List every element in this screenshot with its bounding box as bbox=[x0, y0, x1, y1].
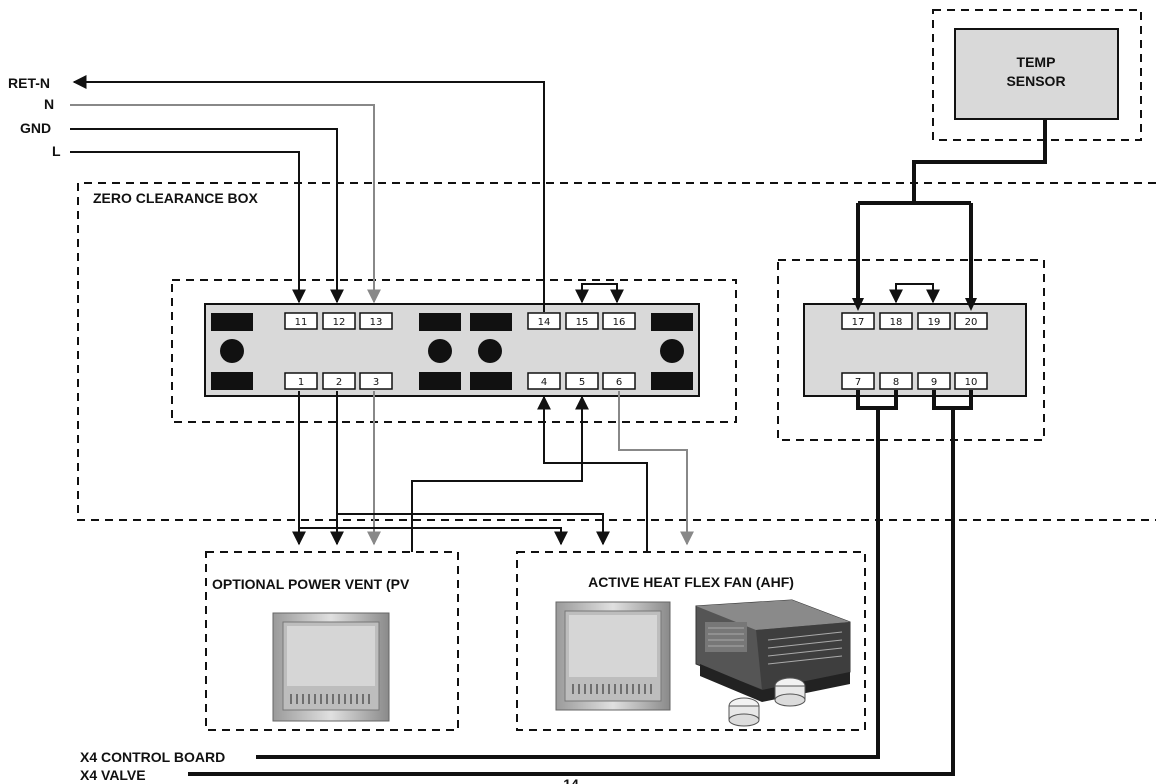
terminal-2: 2 bbox=[336, 377, 342, 388]
sensor-terminal-strip bbox=[803, 303, 1027, 397]
terminal-15: 15 bbox=[576, 317, 589, 328]
ahf-grille-image bbox=[555, 601, 671, 711]
l-wire bbox=[70, 151, 306, 304]
output-wires bbox=[188, 390, 973, 776]
wire-6-ahf bbox=[618, 391, 694, 546]
ret-n-wire bbox=[72, 75, 545, 312]
terminal-8: 8 bbox=[893, 377, 899, 388]
terminal-18: 18 bbox=[890, 317, 903, 328]
input-wires bbox=[70, 75, 545, 312]
gnd-wire bbox=[70, 128, 344, 304]
valve-wire bbox=[188, 408, 955, 776]
input-label-l: L bbox=[52, 143, 61, 159]
strip-blocks bbox=[211, 313, 693, 390]
main-terminal-enclosure bbox=[171, 279, 737, 423]
wire-ahf-to-4 bbox=[537, 395, 648, 552]
wire-pv-to-5 bbox=[411, 395, 589, 552]
heat-flex-fan-label: ACTIVE HEAT FLEX FAN (AHF) bbox=[588, 574, 794, 590]
enclosures bbox=[77, 9, 1156, 731]
temp-sensor-label-line1: TEMP bbox=[1017, 54, 1056, 70]
terminal-6: 6 bbox=[616, 377, 622, 388]
terminal-numbers: 11 12 13 14 15 16 1 2 3 4 5 6 17 18 19 2… bbox=[295, 317, 978, 388]
terminal-20: 20 bbox=[965, 317, 978, 328]
jumpers bbox=[575, 283, 940, 304]
terminal-14: 14 bbox=[538, 317, 551, 328]
power-vent-label: OPTIONAL POWER VENT (PV bbox=[212, 576, 410, 592]
terminal-17: 17 bbox=[852, 317, 865, 328]
heat-flex-fan-enclosure bbox=[516, 551, 866, 731]
terminals bbox=[284, 312, 988, 390]
zero-clearance-box-label: ZERO CLEARANCE BOX bbox=[93, 190, 259, 206]
jumper-18-19 bbox=[889, 283, 940, 304]
input-label-gnd: GND bbox=[20, 120, 51, 136]
terminal-1: 1 bbox=[298, 377, 304, 388]
terminal-3: 3 bbox=[373, 377, 379, 388]
terminal-7: 7 bbox=[855, 377, 861, 388]
wire-1-ahf bbox=[299, 527, 568, 546]
terminal-10: 10 bbox=[965, 377, 978, 388]
sensor-wires bbox=[852, 119, 1047, 311]
input-label-ret-n: RET-N bbox=[8, 75, 50, 91]
output-label-valve: X4 VALVE bbox=[80, 767, 146, 783]
n-wire bbox=[70, 104, 381, 304]
device-wires bbox=[292, 391, 694, 552]
page-number: 14 bbox=[563, 776, 579, 784]
terminal-12: 12 bbox=[333, 317, 346, 328]
control-board-wire bbox=[256, 408, 880, 759]
temp-sensor-label-line2: SENSOR bbox=[1006, 73, 1065, 89]
temp-sensor-enclosure bbox=[932, 9, 1142, 141]
jumper-15-16 bbox=[575, 283, 624, 304]
temp-sensor-box bbox=[954, 28, 1119, 120]
sensor-lead bbox=[912, 119, 1047, 203]
terminal-11: 11 bbox=[295, 317, 308, 328]
output-label-control-board: X4 CONTROL BOARD bbox=[80, 749, 225, 765]
input-label-n: N bbox=[44, 96, 54, 112]
arrow-17 bbox=[852, 298, 864, 311]
terminal-16: 16 bbox=[613, 317, 626, 328]
power-vent-image bbox=[272, 612, 390, 722]
ahf-fan-unit-image bbox=[695, 599, 851, 727]
arrow-20 bbox=[965, 298, 977, 311]
zero-clearance-box-outline bbox=[77, 182, 1156, 521]
terminal-5: 5 bbox=[579, 377, 585, 388]
terminal-13: 13 bbox=[370, 317, 383, 328]
sensor-terminal-enclosure bbox=[777, 259, 1045, 441]
wire-2-ahf bbox=[337, 513, 610, 546]
terminal-19: 19 bbox=[928, 317, 941, 328]
power-vent-enclosure bbox=[205, 551, 459, 731]
terminal-4: 4 bbox=[541, 377, 547, 388]
terminal-9: 9 bbox=[931, 377, 937, 388]
